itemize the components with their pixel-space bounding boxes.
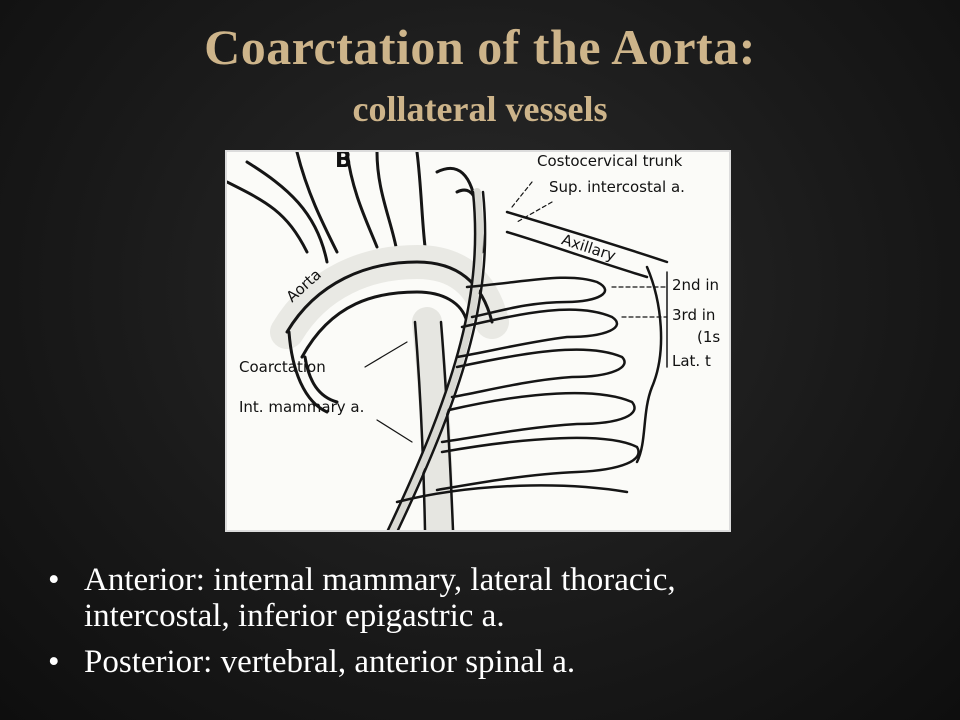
label-costocervical: Costocervical trunk	[537, 152, 683, 170]
bullet-marker: •	[48, 562, 60, 598]
panel-letter: B	[335, 150, 352, 173]
label-int-mammary: Int. mammary a.	[239, 398, 365, 416]
label-lat-thoracic: Lat. t	[672, 352, 711, 370]
bullet-text: Anterior: internal mammary, lateral thor…	[84, 562, 676, 598]
label-sup-intercostal: Sup. intercostal a.	[549, 178, 685, 196]
slide-subtitle: collateral vessels	[352, 89, 608, 129]
label-1st: (1s	[697, 328, 721, 346]
anatomy-diagram: B Costocervical trunk Sup. intercostal a…	[225, 150, 731, 532]
bullet-marker: •	[48, 644, 60, 680]
label-coarctation: Coarctation	[239, 358, 326, 376]
vessel-drawing	[227, 152, 669, 530]
bullet-list: • Anterior: internal mammary, lateral th…	[48, 562, 928, 690]
bullet-text-continued: intercostal, inferior epigastric a.	[84, 598, 505, 634]
bullet-text: Posterior: vertebral, anterior spinal a.	[84, 644, 576, 680]
bullet-posterior: • Posterior: vertebral, anterior spinal …	[48, 644, 928, 680]
label-3rd-intercostal: 3rd in	[672, 306, 716, 324]
label-2nd-intercostal: 2nd in	[672, 276, 720, 294]
slide-title: Coarctation of the Aorta:	[204, 19, 756, 75]
bullet-anterior: • Anterior: internal mammary, lateral th…	[48, 562, 928, 634]
